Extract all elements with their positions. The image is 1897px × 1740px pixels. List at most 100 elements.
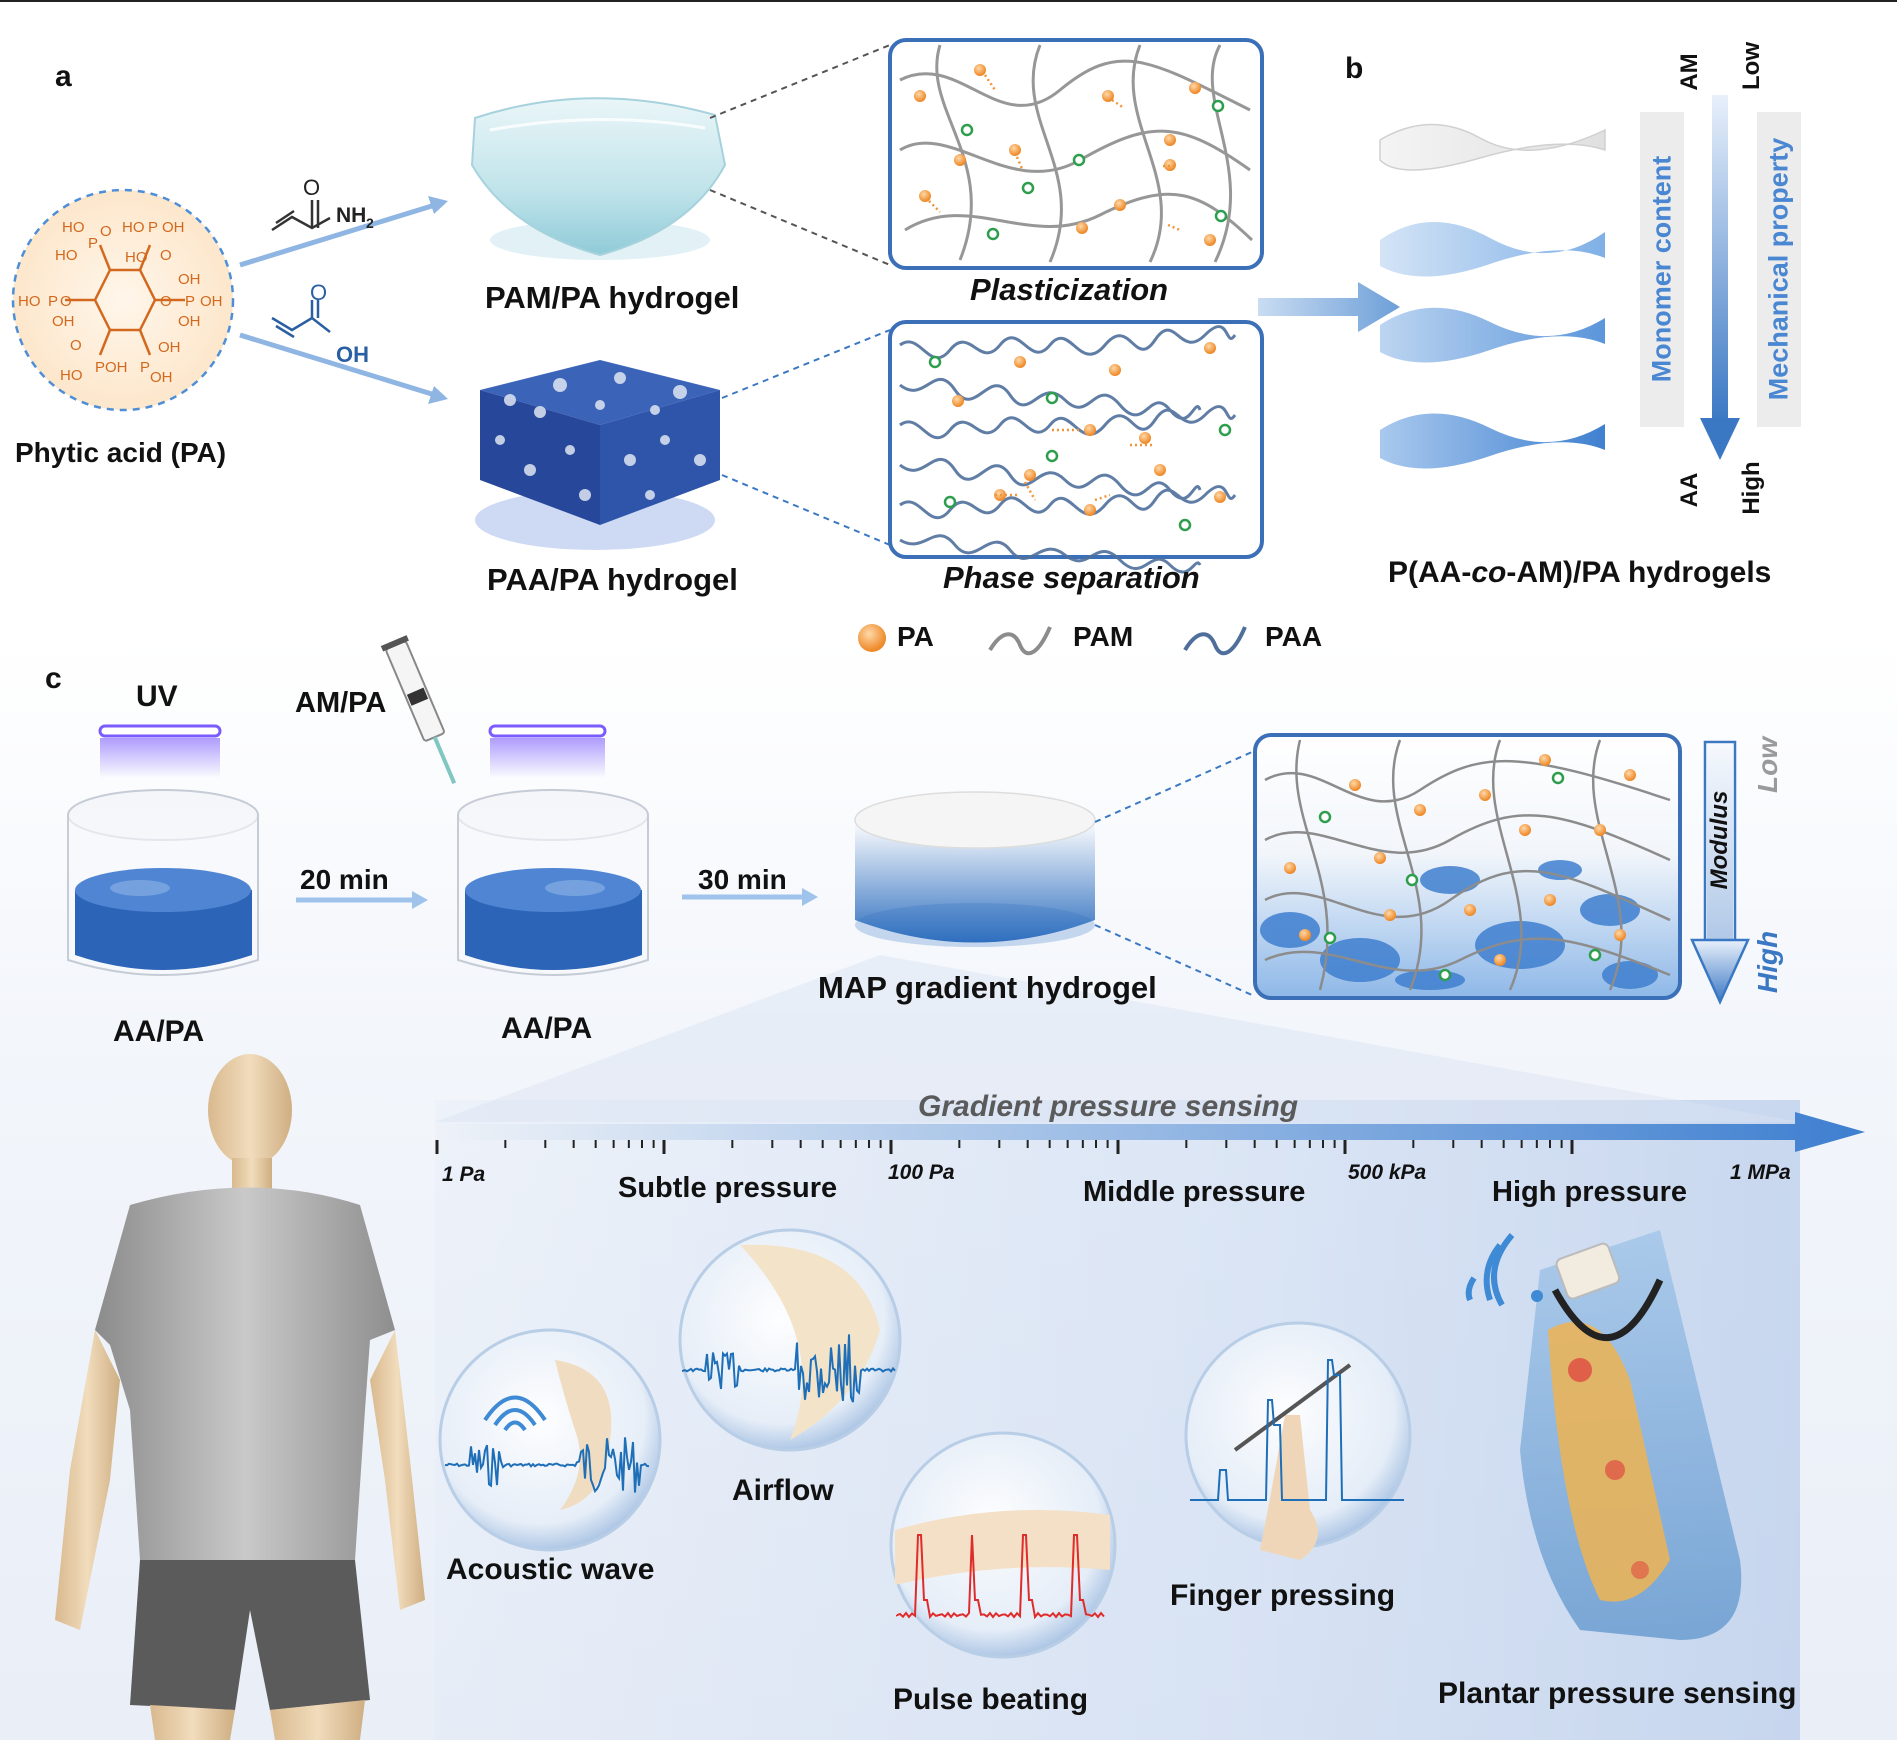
svg-text:O: O bbox=[100, 223, 112, 240]
pam-zoom-line-bottom bbox=[709, 189, 891, 266]
c-low-label: Low bbox=[1752, 737, 1783, 793]
gradient-zoom-line-bottom bbox=[1094, 924, 1253, 996]
legend-pa-label: PA bbox=[897, 621, 934, 652]
airflow-signal bbox=[682, 1334, 896, 1403]
phase-separation-label: Phase separation bbox=[943, 560, 1200, 595]
svg-text:HO: HO bbox=[18, 293, 41, 310]
range-subtle-label: Subtle pressure bbox=[618, 1172, 838, 1204]
legend-pa-icon bbox=[858, 624, 886, 652]
panel-b-letter: b bbox=[1345, 52, 1364, 85]
svg-text:P: P bbox=[48, 293, 58, 310]
nh2-subscript: 2 bbox=[366, 215, 374, 231]
svg-text:O: O bbox=[160, 247, 172, 264]
monomer-content-label: Monomer content bbox=[1646, 155, 1677, 383]
app-airflow-label: Airflow bbox=[732, 1474, 834, 1507]
time-20min-label: 20 min bbox=[300, 864, 389, 895]
uv-lamp-1 bbox=[98, 724, 222, 738]
panel-a-letter: a bbox=[55, 60, 72, 93]
legend-paa-label: PAA bbox=[1265, 621, 1323, 652]
map-gradient-label: MAP gradient hydrogel bbox=[818, 970, 1157, 1005]
hydrogel-strip-2 bbox=[1380, 307, 1605, 363]
aa-label: AA bbox=[1676, 472, 1703, 508]
svg-text:P: P bbox=[140, 359, 150, 376]
svg-text:OH: OH bbox=[150, 369, 173, 386]
svg-text:HO: HO bbox=[62, 219, 85, 236]
magnify-triangle bbox=[435, 955, 1800, 1122]
plasticization-network-box bbox=[888, 38, 1264, 270]
app-acoustic-label: Acoustic wave bbox=[446, 1553, 655, 1586]
paa-hydrogel-image bbox=[475, 360, 720, 550]
plasticization-label: Plasticization bbox=[970, 272, 1169, 307]
phytic-acid-circle bbox=[11, 188, 235, 412]
panel-c-letter: c bbox=[45, 662, 62, 695]
arrow-to-pam bbox=[239, 202, 436, 268]
svg-text:P: P bbox=[88, 235, 98, 252]
uv-label: UV bbox=[136, 680, 178, 713]
app-plantar-label: Plantar pressure sensing bbox=[1438, 1677, 1797, 1710]
phase-separation-network-box bbox=[888, 320, 1264, 574]
beaker-1-image bbox=[67, 789, 259, 976]
b-low-label: Low bbox=[1738, 42, 1765, 90]
phytic-acid-structure-icon bbox=[65, 244, 185, 356]
paa-hydrogel-label: PAA/PA hydrogel bbox=[487, 562, 738, 597]
acrylic-o-label: O bbox=[310, 280, 327, 305]
acoustic-wave-bubble bbox=[438, 1328, 662, 1552]
gradient-network-box bbox=[1253, 733, 1682, 1000]
app-pulse-label: Pulse beating bbox=[893, 1683, 1089, 1716]
acoustic-signal bbox=[444, 1437, 650, 1494]
tick-label-1mpa: 1 MPa bbox=[1730, 1161, 1791, 1184]
svg-text:HO: HO bbox=[60, 367, 83, 384]
uv-lamp-2 bbox=[488, 724, 607, 738]
svg-text:HO: HO bbox=[122, 219, 145, 236]
syringe-icon bbox=[380, 635, 457, 785]
svg-text:O: O bbox=[160, 293, 172, 310]
c-high-label: High bbox=[1752, 930, 1783, 994]
nh2-label: NH bbox=[336, 204, 366, 227]
caption-co: co bbox=[1471, 556, 1507, 589]
svg-text:OH: OH bbox=[178, 271, 201, 288]
pulse-signal bbox=[896, 1534, 1105, 1620]
svg-text:O: O bbox=[60, 293, 72, 310]
oh-label: OH bbox=[336, 342, 369, 367]
svg-text:OH: OH bbox=[105, 359, 128, 376]
paa-zoom-line-top bbox=[721, 329, 891, 399]
pam-hydrogel-image bbox=[470, 97, 727, 260]
legend-pam-icon bbox=[988, 626, 1052, 656]
monomer-bar bbox=[1640, 112, 1684, 427]
svg-text:HO: HO bbox=[55, 247, 78, 264]
svg-text:P: P bbox=[148, 219, 158, 236]
acrylamide-structure-icon bbox=[271, 200, 331, 232]
beaker-2-image bbox=[457, 789, 649, 976]
tick-label-100pa: 100 Pa bbox=[888, 1161, 955, 1184]
gradient-down-arrow-shaft bbox=[1712, 95, 1728, 420]
time-30min-label: 30 min bbox=[698, 864, 787, 895]
plantar-pressure-foot-image bbox=[1465, 1230, 1742, 1640]
gradient-sensing-title: Gradient pressure sensing bbox=[918, 1090, 1299, 1123]
b-high-label: High bbox=[1738, 461, 1765, 515]
acrylamide-o-label: O bbox=[303, 175, 320, 200]
pulse-beating-bubble bbox=[889, 1431, 1117, 1659]
range-high-label: High pressure bbox=[1492, 1176, 1687, 1208]
svg-text:OH: OH bbox=[52, 313, 75, 330]
pressure-scale-arrow bbox=[437, 1112, 1865, 1152]
caption-post: -AM)/PA hydrogels bbox=[1506, 556, 1772, 589]
paa-zoom-line-bottom bbox=[721, 474, 891, 546]
pam-hydrogel-label: PAM/PA hydrogel bbox=[485, 280, 740, 315]
arrow-to-paa bbox=[239, 332, 436, 398]
legend-pam-label: PAM bbox=[1073, 621, 1134, 652]
human-figure-image bbox=[55, 1054, 425, 1740]
svg-text:P: P bbox=[95, 359, 105, 376]
beaker-1-label: AA/PA bbox=[113, 1015, 205, 1048]
finger-signal bbox=[1190, 1359, 1404, 1501]
hydrogel-strip-1 bbox=[1380, 221, 1605, 277]
am-label: AM bbox=[1676, 53, 1703, 91]
acrylic-acid-structure-icon bbox=[271, 300, 331, 339]
arrow-to-panel-b bbox=[1258, 282, 1400, 332]
svg-text:P: P bbox=[185, 293, 195, 310]
svg-text:OH: OH bbox=[200, 293, 223, 310]
modulus-label: Modulus bbox=[1706, 790, 1733, 890]
range-middle-label: Middle pressure bbox=[1083, 1176, 1306, 1208]
phytic-acid-label: Phytic acid (PA) bbox=[15, 437, 227, 468]
